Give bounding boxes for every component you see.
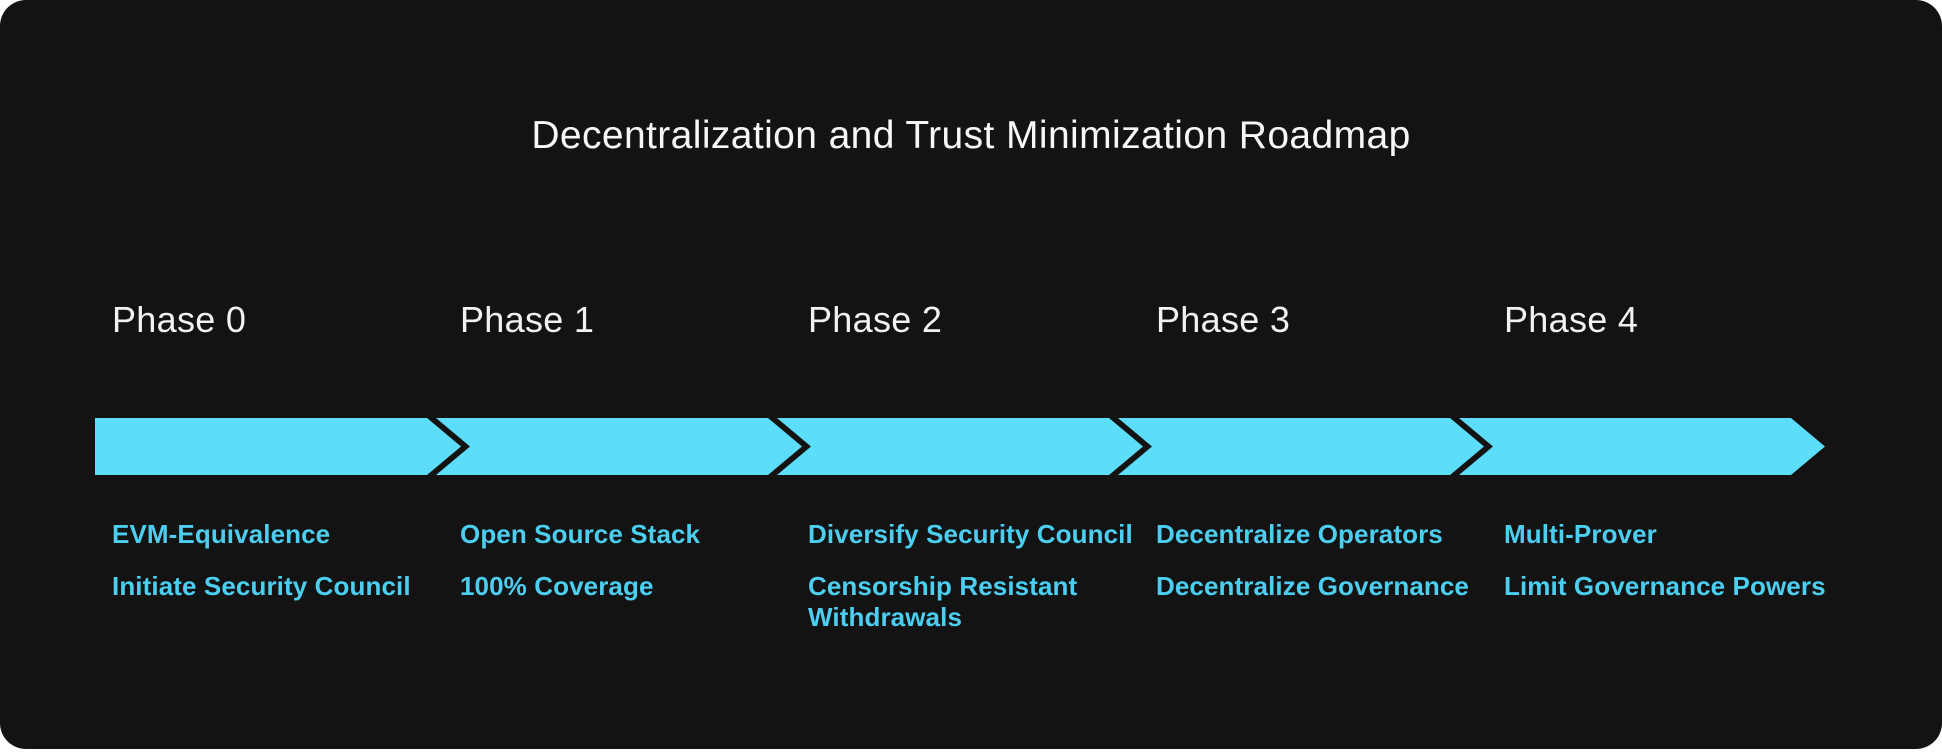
phase-3-arrow-icon	[1118, 418, 1484, 475]
roadmap-item: EVM-Equivalence	[112, 519, 331, 549]
phase-2-arrow-icon	[777, 418, 1143, 475]
phase-1-label: Phase 1	[460, 299, 595, 340]
phase-2-label: Phase 2	[808, 299, 943, 340]
phase-4-label: Phase 4	[1504, 299, 1639, 340]
roadmap-item: Limit Governance Powers	[1504, 571, 1826, 601]
roadmap-item: Open Source Stack	[460, 519, 701, 549]
phase-4-items: Multi-Prover Limit Governance Powers	[1504, 519, 1844, 602]
page-title: Decentralization and Trust Minimization …	[531, 114, 1411, 157]
roadmap-item: Censorship Resistant Withdrawals	[808, 571, 1078, 632]
roadmap-item: Diversify Security Council	[808, 519, 1133, 549]
roadmap-item: Multi-Prover	[1504, 519, 1657, 549]
phase-1-items: Open Source Stack 100% Coverage	[460, 519, 800, 602]
roadmap-item: Decentralize Operators	[1156, 519, 1443, 549]
phase-0-arrow-icon	[95, 418, 461, 475]
phase-2-items: Diversify Security Council Censorship Re…	[808, 519, 1148, 633]
phase-1-arrow-icon	[436, 418, 802, 475]
phase-3-items: Decentralize Operators Decentralize Gove…	[1156, 519, 1496, 602]
roadmap-item: 100% Coverage	[460, 571, 654, 601]
phase-0-label: Phase 0	[112, 299, 247, 340]
phase-4-arrow-icon	[1459, 418, 1825, 475]
roadmap-item: Decentralize Governance	[1156, 571, 1469, 601]
roadmap-item: Initiate Security Council	[112, 571, 411, 601]
phase-0-items: EVM-Equivalence Initiate Security Counci…	[112, 519, 452, 602]
phase-3-label: Phase 3	[1156, 299, 1291, 340]
